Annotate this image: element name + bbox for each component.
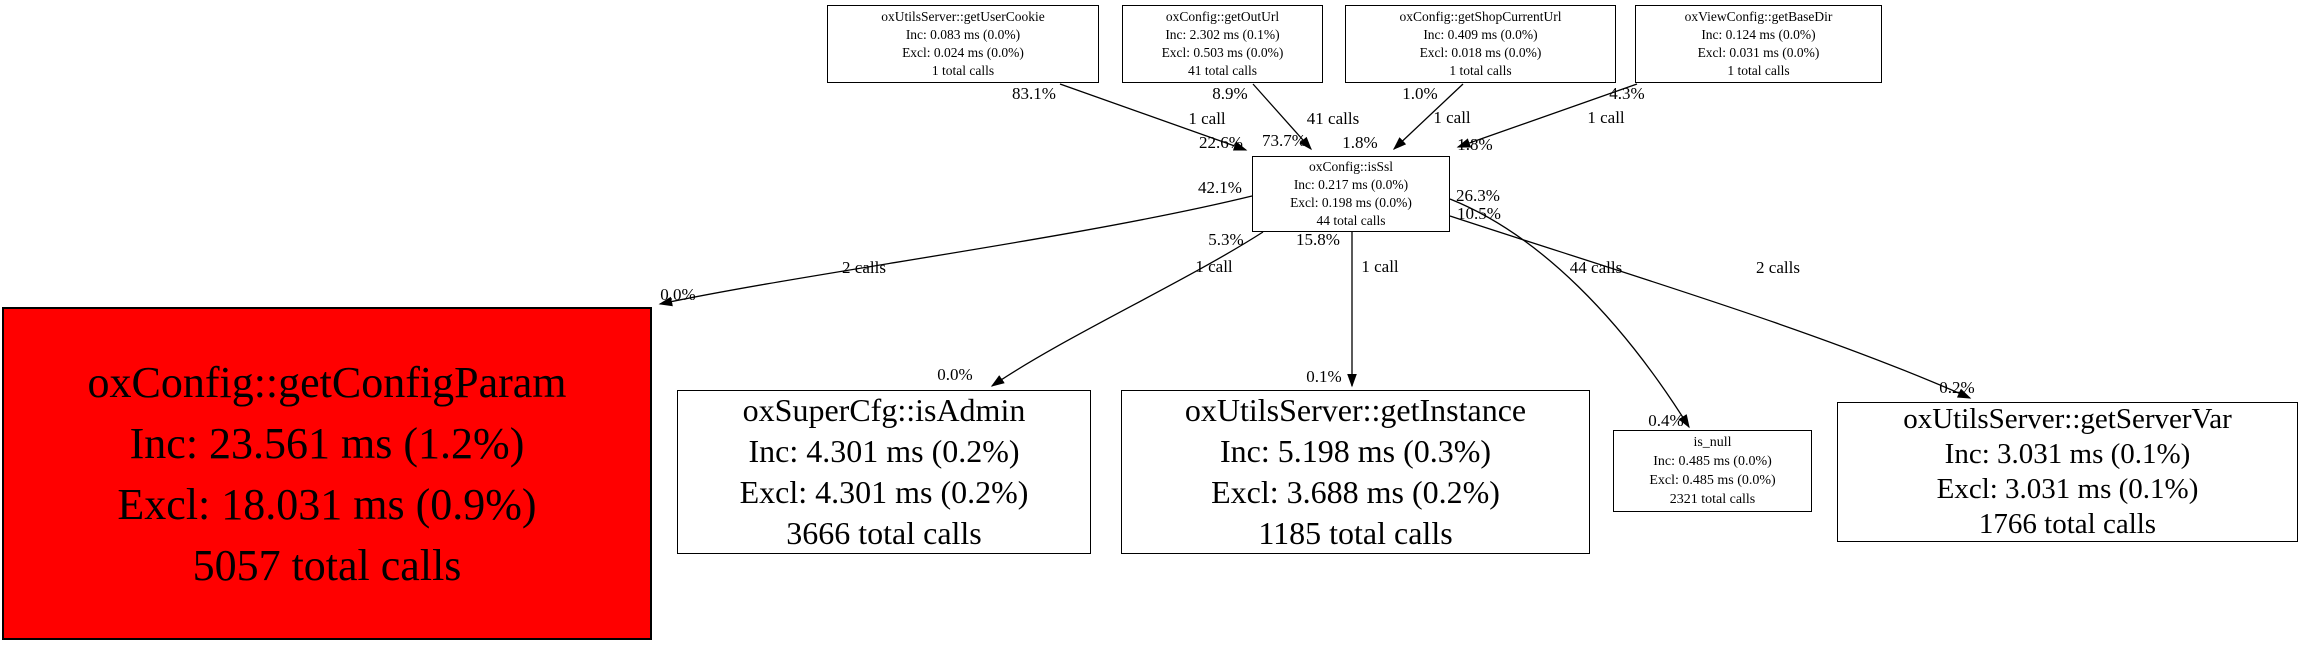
node-function-name: oxUtilsServer::getInstance <box>1184 392 1527 428</box>
edge-base-dir-to-isssl <box>1456 83 1638 148</box>
node-exclusive-time: Excl: 0.018 ms (0.0%) <box>1419 45 1542 60</box>
node-function-name: oxSuperCfg::isAdmin <box>742 392 1026 428</box>
edge-call-count: 1 call <box>1195 257 1233 276</box>
edge-head-percent: 73.7% <box>1262 131 1306 150</box>
node-inclusive-time: Inc: 0.409 ms (0.0%) <box>1423 27 1538 42</box>
edge-call-count: 2 calls <box>842 258 886 277</box>
edge-head-percent: 0.4% <box>1648 411 1684 430</box>
edge-head-percent: 0.2% <box>1939 378 1975 397</box>
node-oxconfig-getshopcurrenturl: oxConfig::getShopCurrentUrl Inc: 0.409 m… <box>1345 5 1616 83</box>
node-function-name: oxUtilsServer::getUserCookie <box>881 9 1045 24</box>
edge-tail-percent: 15.8% <box>1296 230 1340 249</box>
node-total-calls: 1766 total calls <box>1978 508 2157 540</box>
edge-head-percent: 0.1% <box>1306 367 1342 386</box>
node-total-calls: 2321 total calls <box>1669 492 1756 507</box>
edge-isssl-to-is-null <box>1449 198 1690 429</box>
node-exclusive-time: Excl: 3.031 ms (0.1%) <box>1936 473 2199 505</box>
edge-isssl-to-get-server-var <box>1449 215 1972 399</box>
edge-isssl-to-is-admin <box>990 231 1264 387</box>
node-oxutilsserver-getservervar: oxUtilsServer::getServerVar Inc: 3.031 m… <box>1837 402 2298 542</box>
edge-head-percent: 22.6% <box>1199 133 1243 152</box>
node-function-name: oxConfig::getConfigParam <box>87 357 567 407</box>
edge-tail-percent: 26.3% <box>1456 186 1500 205</box>
node-exclusive-time: Excl: 0.031 ms (0.0%) <box>1697 45 1820 60</box>
node-oxviewconfig-getbasedir: oxViewConfig::getBaseDir Inc: 0.124 ms (… <box>1635 5 1882 83</box>
node-inclusive-time: Inc: 23.561 ms (1.2%) <box>129 418 525 468</box>
edge-call-count: 1 call <box>1587 108 1625 127</box>
node-inclusive-time: Inc: 3.031 ms (0.1%) <box>1944 438 2191 470</box>
node-total-calls: 5057 total calls <box>192 540 462 590</box>
node-oxconfig-getouturl: oxConfig::getOutUrl Inc: 2.302 ms (0.1%)… <box>1122 5 1323 83</box>
node-oxutilsserver-getusercookie: oxUtilsServer::getUserCookie Inc: 0.083 … <box>827 5 1099 83</box>
node-total-calls: 41 total calls <box>1188 63 1257 78</box>
edge-call-count: 1 call <box>1361 257 1399 276</box>
node-exclusive-time: Excl: 0.024 ms (0.0%) <box>902 45 1024 60</box>
node-inclusive-time: Inc: 0.083 ms (0.0%) <box>905 27 1021 42</box>
node-exclusive-time: Excl: 0.503 ms (0.0%) <box>1161 45 1284 60</box>
node-inclusive-time: Inc: 0.217 ms (0.0%) <box>1293 177 1409 192</box>
node-oxutilsserver-getinstance: oxUtilsServer::getInstance Inc: 5.198 ms… <box>1121 390 1590 554</box>
edge-call-count: 44 calls <box>1569 258 1623 277</box>
edge-isssl-to-config-param <box>658 195 1253 307</box>
edge-call-count: 1 call <box>1433 108 1471 127</box>
edge-tail-percent: 10.5% <box>1457 204 1501 223</box>
node-inclusive-time: Inc: 2.302 ms (0.1%) <box>1165 27 1280 42</box>
node-total-calls: 3666 total calls <box>786 515 982 551</box>
edge-out-url-to-isssl <box>1252 83 1312 151</box>
node-total-calls: 44 total calls <box>1316 213 1386 228</box>
node-exclusive-time: Excl: 0.485 ms (0.0%) <box>1649 473 1776 488</box>
edge-head-percent: 1.8% <box>1457 135 1493 154</box>
node-exclusive-time: Excl: 0.198 ms (0.0%) <box>1290 195 1412 210</box>
node-function-name: is_null <box>1693 435 1732 450</box>
node-exclusive-time: Excl: 4.301 ms (0.2%) <box>739 474 1029 510</box>
edge-tail-percent: 1.0% <box>1402 84 1438 103</box>
node-total-calls: 1 total calls <box>931 63 995 78</box>
node-function-name: oxViewConfig::getBaseDir <box>1684 9 1833 24</box>
node-oxconfig-isssl: oxConfig::isSsl Inc: 0.217 ms (0.0%) Exc… <box>1252 156 1450 232</box>
edge-shop-current-url-to-isssl <box>1392 83 1464 150</box>
node-oxconfig-getconfigparam-highlighted: oxConfig::getConfigParam Inc: 23.561 ms … <box>2 307 652 640</box>
edge-tail-percent: 8.9% <box>1212 84 1248 103</box>
edge-user-cookie-to-isssl <box>1059 83 1248 151</box>
node-function-name: oxConfig::getShopCurrentUrl <box>1399 9 1562 24</box>
node-exclusive-time: Excl: 18.031 ms (0.9%) <box>117 479 537 529</box>
edge-call-count: 1 call <box>1188 109 1226 128</box>
edge-tail-percent: 42.1% <box>1198 178 1242 197</box>
edge-tail-percent: 4.3% <box>1609 84 1645 103</box>
node-function-name: oxConfig::getOutUrl <box>1165 9 1280 24</box>
node-total-calls: 1185 total calls <box>1258 515 1453 551</box>
edge-tail-percent: 83.1% <box>1012 84 1056 103</box>
node-is-null: is_null Inc: 0.485 ms (0.0%) Excl: 0.485… <box>1613 430 1812 512</box>
edge-call-count: 41 calls <box>1306 109 1360 128</box>
node-function-name: oxUtilsServer::getServerVar <box>1903 403 2232 435</box>
node-inclusive-time: Inc: 4.301 ms (0.2%) <box>748 433 1020 469</box>
edge-head-percent: 0.0% <box>937 365 973 384</box>
edge-tail-percent: 5.3% <box>1208 230 1244 249</box>
node-inclusive-time: Inc: 0.124 ms (0.0%) <box>1701 27 1816 42</box>
node-total-calls: 1 total calls <box>1727 63 1790 78</box>
edge-head-percent: 1.8% <box>1342 133 1378 152</box>
node-inclusive-time: Inc: 0.485 ms (0.0%) <box>1653 454 1772 469</box>
edge-call-count: 2 calls <box>1756 258 1800 277</box>
node-inclusive-time: Inc: 5.198 ms (0.3%) <box>1219 433 1492 469</box>
node-function-name: oxConfig::isSsl <box>1308 159 1394 174</box>
node-exclusive-time: Excl: 3.688 ms (0.2%) <box>1211 474 1500 510</box>
node-total-calls: 1 total calls <box>1449 63 1512 78</box>
node-oxsupercfg-isadmin: oxSuperCfg::isAdmin Inc: 4.301 ms (0.2%)… <box>677 390 1091 554</box>
edge-head-percent: 0.0% <box>660 285 696 304</box>
